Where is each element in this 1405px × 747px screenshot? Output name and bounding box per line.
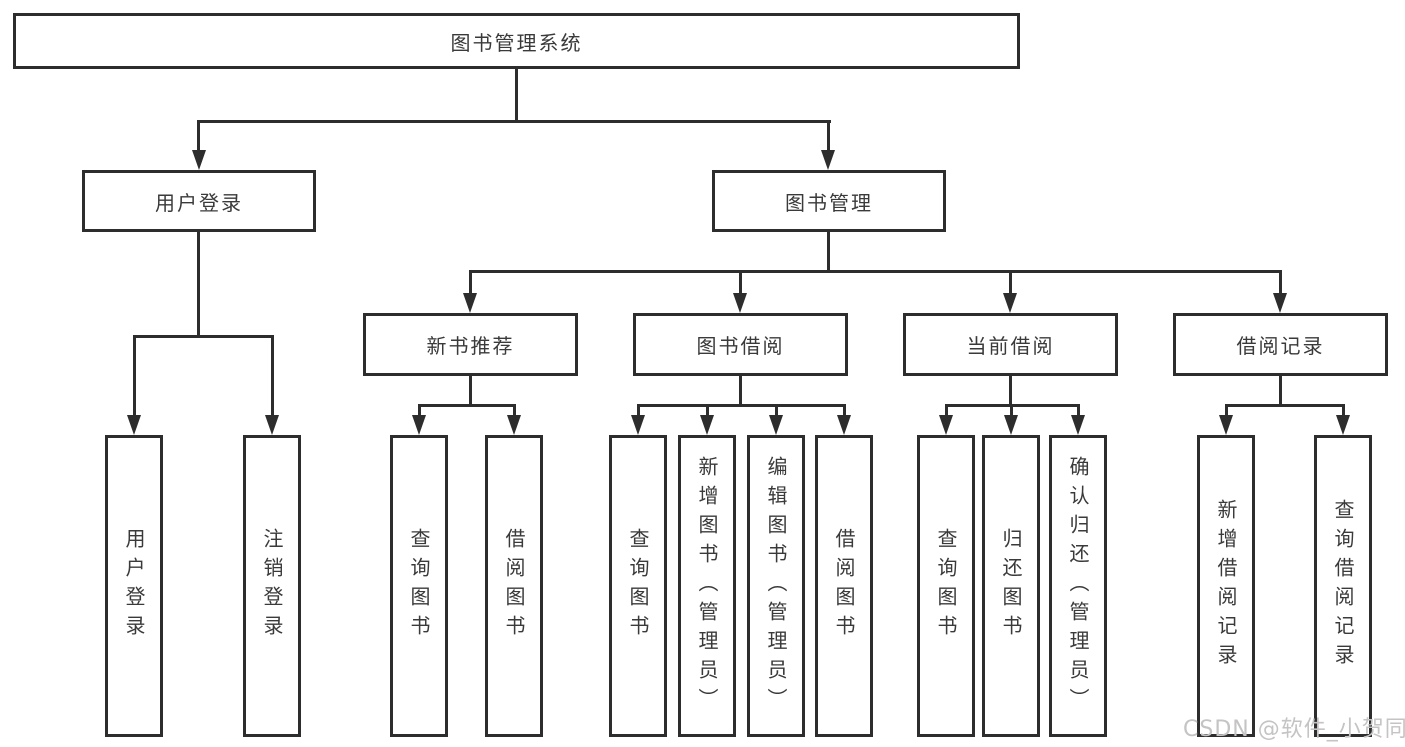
- connector-line: [945, 404, 948, 418]
- node-book-management: 图书管理: [712, 170, 946, 232]
- arrow-down-icon: [1273, 293, 1287, 313]
- node-bb-edit-books-admin: 编辑图书（管理员）: [747, 435, 805, 737]
- connector-line: [827, 232, 830, 273]
- connector-line: [637, 404, 640, 418]
- arrow-down-icon: [939, 415, 953, 435]
- node-br-add-record: 新增借阅记录: [1197, 435, 1255, 737]
- connector-line: [1279, 270, 1282, 296]
- connector-line: [739, 376, 742, 407]
- node-cb-confirm-return-admin: 确认归还（管理员）: [1049, 435, 1107, 737]
- arrow-down-icon: [507, 415, 521, 435]
- arrow-down-icon: [192, 150, 206, 170]
- connector-line: [637, 404, 846, 407]
- arrow-down-icon: [412, 415, 426, 435]
- connector-line: [739, 270, 742, 296]
- node-rec-borrow-books: 借阅图书: [485, 435, 543, 737]
- arrow-down-icon: [1336, 415, 1350, 435]
- node-current-borrow: 当前借阅: [903, 313, 1118, 376]
- node-logout: 注销登录: [243, 435, 301, 737]
- connector-line: [197, 120, 200, 153]
- node-root: 图书管理系统: [13, 13, 1020, 69]
- connector-line: [515, 68, 518, 122]
- connector-line: [1009, 270, 1012, 296]
- arrow-down-icon: [1003, 293, 1017, 313]
- arrow-down-icon: [1219, 415, 1233, 435]
- node-user-login-leaf: 用户登录: [105, 435, 163, 737]
- node-cb-query-books: 查询图书: [917, 435, 975, 737]
- node-book-borrow: 图书借阅: [633, 313, 848, 376]
- arrow-down-icon: [463, 293, 477, 313]
- connector-line: [775, 404, 778, 418]
- connector-line: [133, 335, 136, 417]
- arrow-down-icon: [769, 415, 783, 435]
- node-br-query-record: 查询借阅记录: [1314, 435, 1372, 737]
- connector-line: [706, 404, 709, 418]
- connector-line: [197, 120, 831, 123]
- csdn-watermark: CSDN @软件_小贺同学: [1183, 717, 1405, 742]
- connector-line: [1077, 404, 1080, 418]
- connector-line: [133, 335, 274, 338]
- arrow-down-icon: [127, 415, 141, 435]
- connector-line: [469, 376, 472, 407]
- connector-line: [1342, 404, 1345, 418]
- arrow-down-icon: [265, 415, 279, 435]
- node-rec-query-books: 查询图书: [390, 435, 448, 737]
- connector-line: [513, 404, 516, 418]
- node-cb-return-books: 归还图书: [982, 435, 1040, 737]
- connector-line: [469, 270, 1282, 273]
- connector-line: [271, 335, 274, 417]
- arrow-down-icon: [631, 415, 645, 435]
- node-bb-query-books: 查询图书: [609, 435, 667, 737]
- connector-line: [418, 404, 516, 407]
- connector-line: [827, 120, 830, 153]
- node-new-book-recommend: 新书推荐: [363, 313, 578, 376]
- connector-line: [469, 270, 472, 296]
- connector-line: [843, 404, 846, 418]
- arrow-down-icon: [1004, 415, 1018, 435]
- arrow-down-icon: [733, 293, 747, 313]
- connector-line: [1225, 404, 1228, 418]
- arrow-down-icon: [837, 415, 851, 435]
- connector-line: [1225, 404, 1345, 407]
- node-borrow-records: 借阅记录: [1173, 313, 1388, 376]
- arrow-down-icon: [1071, 415, 1085, 435]
- connector-line: [1009, 376, 1012, 407]
- node-user-login: 用户登录: [82, 170, 316, 232]
- connector-line: [1010, 404, 1013, 418]
- node-bb-add-books-admin: 新增图书（管理员）: [678, 435, 736, 737]
- node-bb-borrow-books: 借阅图书: [815, 435, 873, 737]
- connector-line: [418, 404, 421, 418]
- connector-line: [197, 232, 200, 338]
- arrow-down-icon: [821, 150, 835, 170]
- arrow-down-icon: [700, 415, 714, 435]
- connector-line: [1279, 376, 1282, 407]
